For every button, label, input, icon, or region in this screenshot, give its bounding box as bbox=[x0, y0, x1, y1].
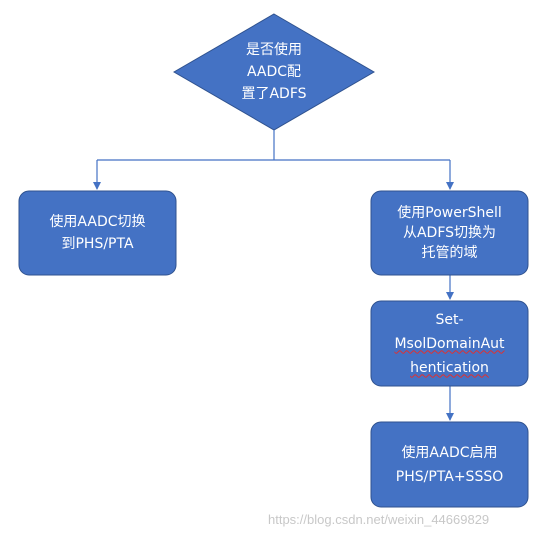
step2-label: Set- MsolDomainAut hentication bbox=[371, 301, 528, 386]
left-branch-box bbox=[18, 190, 177, 276]
decision-line-2: AADC配 bbox=[246, 64, 302, 80]
left-branch-line-2: 到PHS/PTA bbox=[61, 236, 134, 252]
step3-line-2: PHS/PTA+SSSO bbox=[395, 468, 504, 485]
step1-label: 使用PowerShell 从ADFS切换为 托管的域 bbox=[371, 191, 528, 275]
step1-line-2: 从ADFS切换为 bbox=[402, 225, 497, 241]
watermark-text: https://blog.csdn.net/weixin_44669829 bbox=[268, 512, 490, 527]
decision-label: 是否使用 AADC配 置了ADFS bbox=[214, 36, 334, 108]
decision-line-1: 是否使用 bbox=[246, 42, 302, 58]
left-branch-label: 使用AADC切换 到PHS/PTA bbox=[19, 191, 176, 275]
step3-box bbox=[370, 421, 529, 508]
step2-line-1: Set- bbox=[435, 311, 464, 328]
step2-line-2: MsolDomainAut bbox=[394, 335, 505, 352]
connectors bbox=[93, 130, 454, 421]
step3-line-1: 使用AADC启用 bbox=[401, 444, 498, 461]
step1-line-3: 托管的域 bbox=[421, 245, 478, 261]
step1-line-1: 使用PowerShell bbox=[397, 205, 502, 221]
step2-line-3: hentication bbox=[410, 359, 489, 376]
left-branch-line-1: 使用AADC切换 bbox=[49, 214, 146, 230]
decision-line-3: 置了ADFS bbox=[241, 86, 307, 102]
step1-box bbox=[370, 190, 529, 276]
step2-box bbox=[370, 300, 529, 387]
step3-label: 使用AADC启用 PHS/PTA+SSSO bbox=[371, 422, 528, 507]
